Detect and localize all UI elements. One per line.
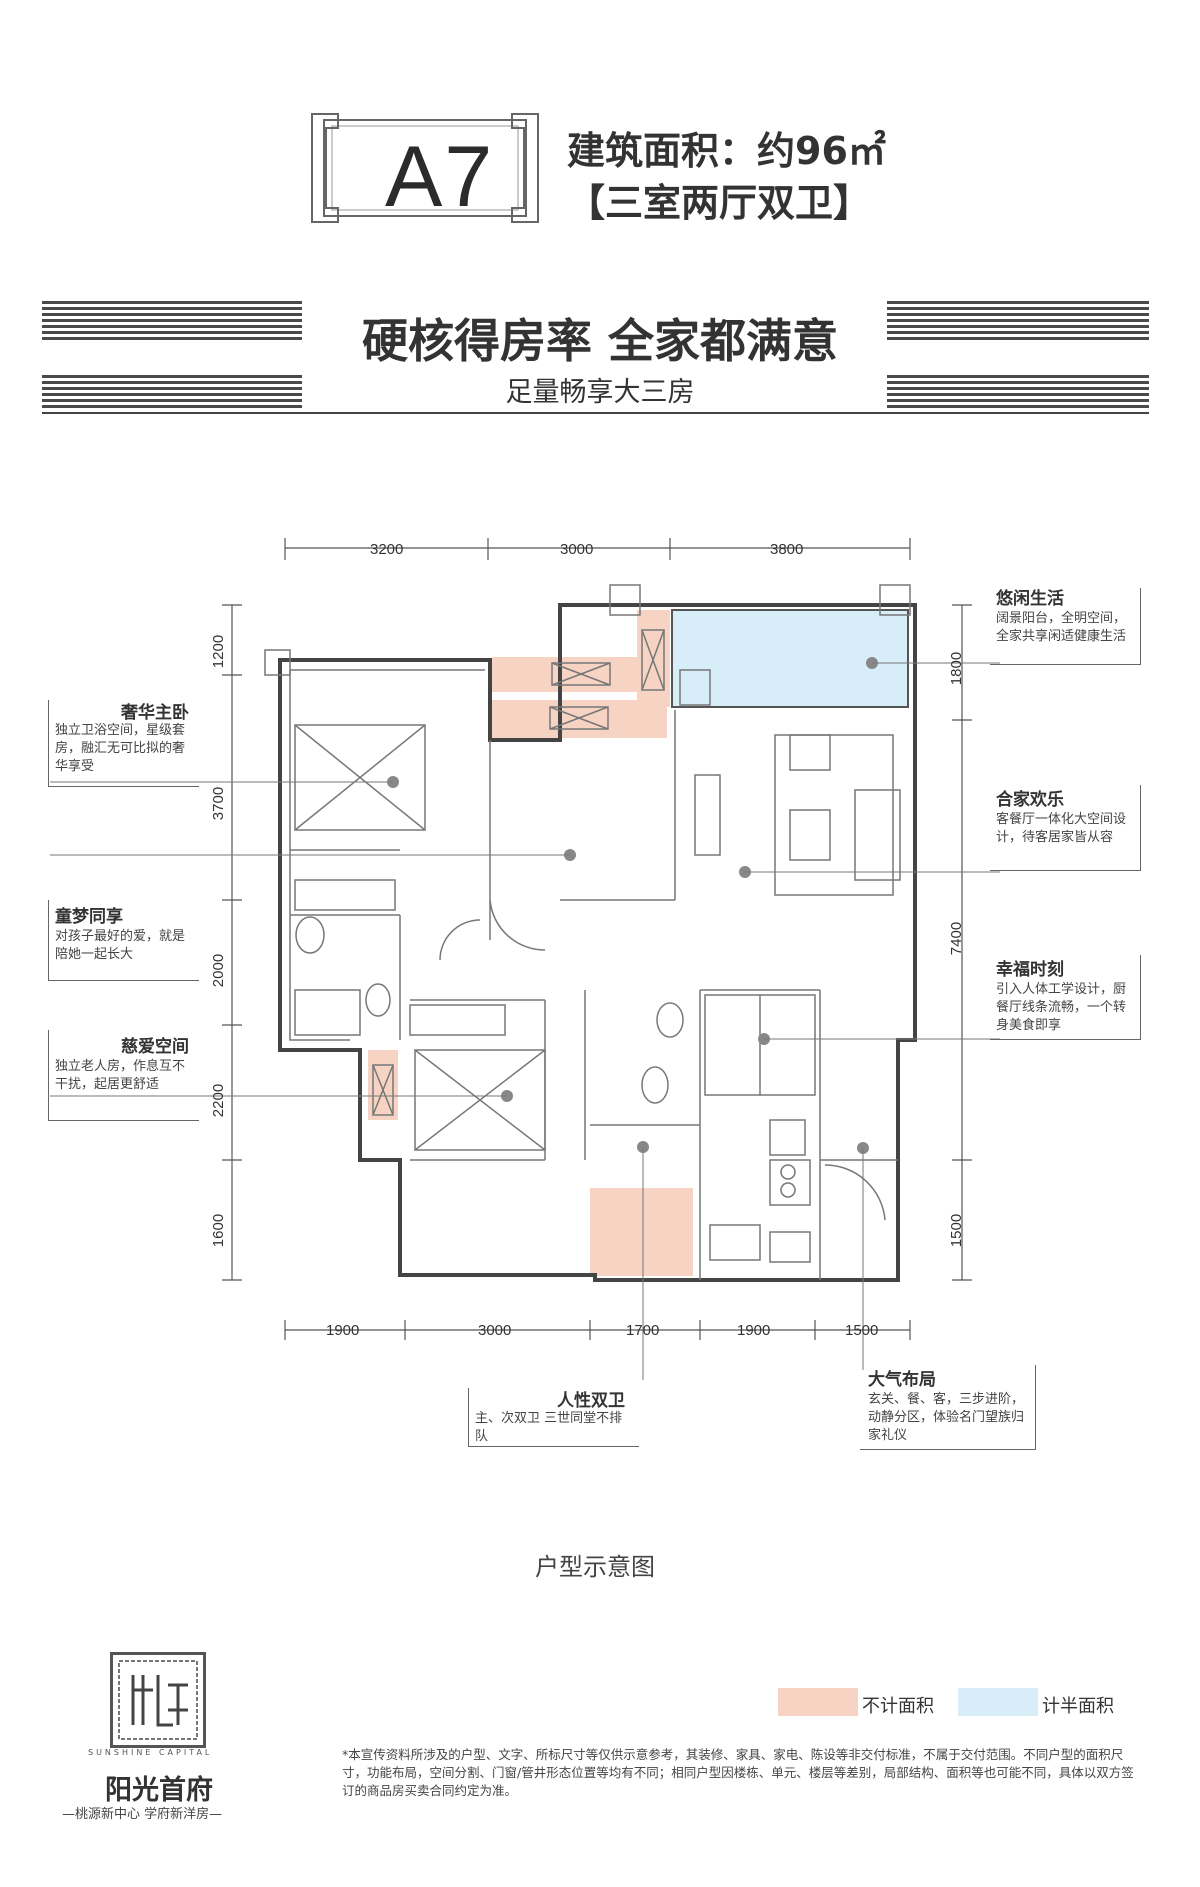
callout-dining: 幸福时刻 引入人体工学设计，厨餐厅线条流畅，一个转身美食即享: [990, 955, 1141, 1040]
title-frame: [311, 113, 539, 223]
dim-top-1: 3200: [370, 541, 404, 558]
area-label: 建筑面积：约96㎡: [567, 129, 886, 173]
callout-master-bedroom: 奢华主卧 独立卫浴空间，星级套房，融汇无可比拟的奢华享受: [48, 700, 199, 787]
legend-half-label: 计半面积: [1042, 1696, 1114, 1717]
callout-layout: 大气布局 玄关、餐、客，三步进阶，动静分区，体验名门望族归家礼仪: [860, 1365, 1036, 1450]
brand-english: SUNSHINE CAPITAL: [88, 1748, 213, 1757]
sub-slogan: 足量畅享大三房: [505, 377, 695, 408]
callout-balcony: 悠闲生活 阔景阳台，全明空间，全家共享闲适健康生活: [990, 588, 1141, 665]
callout-kids-room-title: 童梦同享: [55, 907, 123, 927]
callout-elder-room: 慈爱空间 独立老人房，作息互不干扰，起居更舒适: [48, 1030, 199, 1121]
banner-stripes-right-lower: [887, 375, 1149, 411]
brand-seal-icon: [118, 1660, 198, 1740]
callout-dining-text: 引入人体工学设计，厨餐厅线条流畅，一个转身美食即享: [996, 982, 1127, 1033]
unit-code: A7: [385, 129, 495, 225]
callout-master-bedroom-text: 独立卫浴空间，星级套房，融汇无可比拟的奢华享受: [55, 723, 186, 774]
callout-balcony-title: 悠闲生活: [996, 589, 1064, 609]
dim-top-2: 3000: [560, 541, 594, 558]
callout-living-room-text: 客餐厅一体化大空间设计，待客居家皆从容: [996, 812, 1127, 845]
banner-rule: [42, 412, 1149, 414]
dim-left-3: 2000: [210, 953, 228, 988]
callout-living-room-title: 合家欢乐: [996, 790, 1064, 810]
plan-caption: 户型示意图: [535, 1553, 655, 1581]
brand-name: 阳光首府: [105, 1775, 213, 1806]
dim-left-1: 1200: [210, 634, 228, 669]
callout-layout-text: 玄关、餐、客，三步进阶，动静分区，体验名门望族归家礼仪: [868, 1392, 1025, 1443]
callout-elder-room-text: 独立老人房，作息互不干扰，起居更舒适: [55, 1059, 186, 1092]
dim-left-2: 3700: [210, 786, 228, 821]
callout-living-room: 合家欢乐 客餐厅一体化大空间设计，待客居家皆从容: [990, 785, 1141, 871]
callout-bathrooms: 人性双卫 主、次双卫 三世同堂不排队: [468, 1388, 639, 1447]
banner-stripes-right: [887, 301, 1149, 343]
callout-bathrooms-text: 主、次双卫 三世同堂不排队: [475, 1411, 623, 1444]
legend-excluded-label: 不计面积: [862, 1696, 934, 1717]
brand-tagline: —桃源新中心 学府新洋房—: [62, 1807, 223, 1822]
callout-kids-room: 童梦同享 对孩子最好的爱，就是陪她一起长大: [48, 900, 199, 981]
banner-stripes-left: [42, 301, 302, 343]
dim-bottom-5: 1500: [845, 1322, 879, 1339]
brand-logo: [110, 1652, 206, 1748]
callout-master-bedroom-title: 奢华主卧: [121, 703, 189, 723]
callout-elder-room-title: 慈爱空间: [121, 1037, 189, 1057]
floor-plan: [50, 538, 1000, 1380]
callout-dining-title: 幸福时刻: [996, 960, 1064, 980]
dim-right-1: 1800: [948, 651, 966, 686]
dim-bottom-1: 1900: [326, 1322, 360, 1339]
legend-half-swatch: [958, 1688, 1038, 1716]
dim-top-3: 3800: [770, 541, 804, 558]
dim-right-3: 1500: [948, 1213, 966, 1248]
legend-excluded-swatch: [778, 1688, 858, 1716]
callout-bathrooms-title: 人性双卫: [557, 1391, 625, 1411]
dim-bottom-3: 1700: [626, 1322, 660, 1339]
dim-left-4: 2200: [210, 1083, 228, 1118]
dim-right-2: 7400: [948, 921, 966, 956]
room-type: 【三室两厅双卫】: [567, 181, 872, 225]
callout-layout-title: 大气布局: [868, 1370, 936, 1390]
callout-kids-room-text: 对孩子最好的爱，就是陪她一起长大: [55, 929, 186, 962]
dim-left-5: 1600: [210, 1213, 228, 1248]
dim-bottom-4: 1900: [737, 1322, 771, 1339]
slogan: 硬核得房率 全家都满意: [361, 314, 838, 368]
callout-balcony-text: 阔景阳台，全明空间，全家共享闲适健康生活: [996, 611, 1127, 644]
banner-stripes-left-lower: [42, 375, 302, 411]
dim-bottom-2: 3000: [478, 1322, 512, 1339]
disclaimer: *本宣传资料所涉及的户型、文字、所标尺寸等仅供示意参考，其装修、家具、家电、陈设…: [342, 1747, 1134, 1798]
